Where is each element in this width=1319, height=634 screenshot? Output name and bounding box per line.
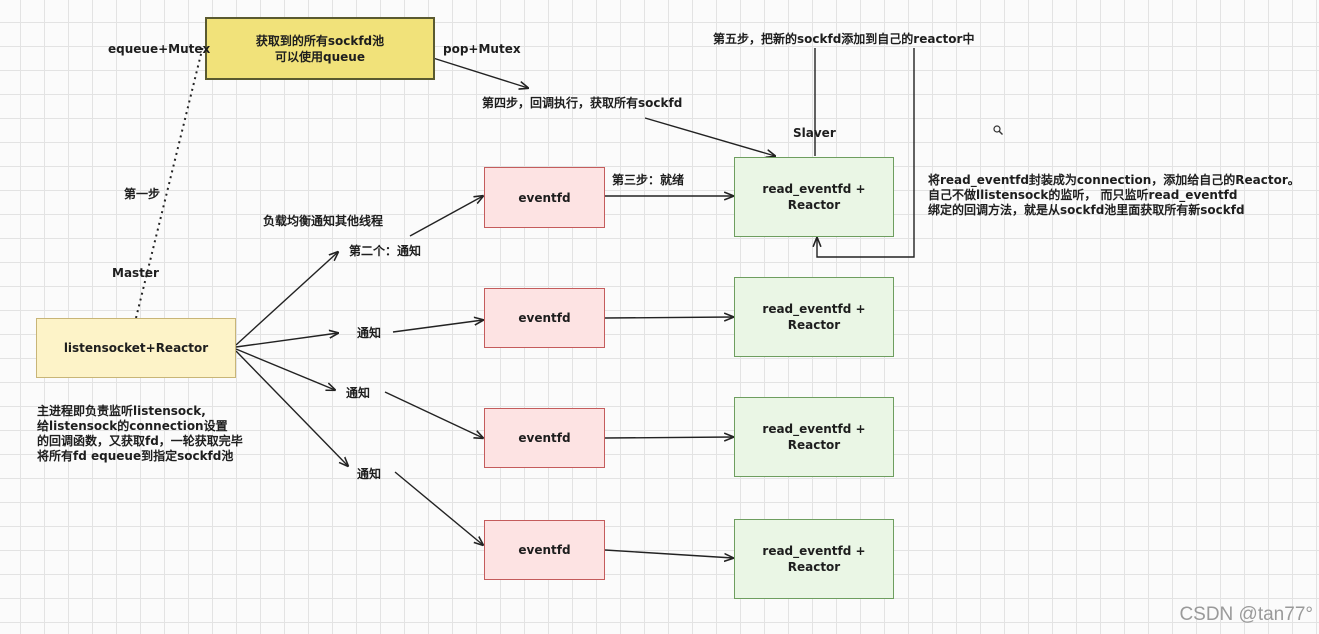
arrow-notify3-eventfd3: [384, 391, 483, 438]
listensocket-reactor-box: listensocket+Reactor: [36, 318, 236, 378]
arrow-listen-notify4: [235, 350, 348, 466]
load-balance-label: 负载均衡通知其他线程: [263, 214, 384, 228]
eventfd-box-2: eventfd: [484, 288, 605, 348]
reactor-box-1: read_eventfd + Reactor: [734, 157, 894, 237]
reactor-box-4: read_eventfd + Reactor: [734, 519, 894, 599]
step2-label: 第二个：通知: [349, 244, 422, 258]
step3-label: 第三步：就绪: [612, 173, 685, 187]
loop-reactor1-right: [817, 48, 915, 258]
step4-label: 第四步，回调执行，获取所有sockfd: [482, 96, 683, 110]
csdn-watermark: CSDN @tan77°: [1179, 604, 1313, 625]
reactor-description: 将read_eventfd封装成为connection，添加给自己的Reacto…: [928, 173, 1300, 217]
arrow-notify1-eventfd1: [409, 196, 483, 237]
sockfd-pool-box: 获取到的所有sockfd池 可以使用queue: [205, 17, 435, 80]
arrow-pool-step4: [432, 57, 528, 88]
arrow-notify2-eventfd2: [392, 320, 483, 333]
arrow-eventfd3-reactor3: [604, 437, 733, 438]
eventfd-box-4: eventfd: [484, 520, 605, 580]
eventfd-box-1: eventfd: [484, 167, 605, 228]
reactor-box-3: read_eventfd + Reactor: [734, 397, 894, 477]
slaver-label: Slaver: [793, 126, 836, 140]
arrow-listen-notify1: [235, 252, 338, 346]
step1-label: 第一步: [124, 187, 161, 201]
master-label: Master: [112, 266, 159, 280]
step5-label: 第五步，把新的sockfd添加到自己的reactor中: [713, 32, 975, 46]
eventfd-box-3: eventfd: [484, 408, 605, 468]
arrow-listen-notify3: [235, 348, 335, 390]
arrow-eventfd4-reactor4: [604, 549, 733, 558]
arrow-listen-notify2: [235, 333, 338, 348]
arrow-eventfd2-reactor2: [604, 317, 733, 318]
notify-label-3: 通知: [346, 386, 371, 400]
arrow-notify4-eventfd4: [394, 471, 483, 545]
arrow-step4-reactor1: [644, 117, 775, 156]
notify-label-4: 通知: [357, 467, 382, 481]
magnifier-icon: [993, 125, 1003, 135]
equeue-mutex-label: equeue+Mutex: [108, 42, 211, 56]
master-description: 主进程即负责监听listensock, 给listensock的connecti…: [37, 404, 243, 463]
notify-label-2: 通知: [357, 326, 382, 340]
reactor-box-2: read_eventfd + Reactor: [734, 277, 894, 357]
pop-mutex-label: pop+Mutex: [443, 42, 521, 56]
